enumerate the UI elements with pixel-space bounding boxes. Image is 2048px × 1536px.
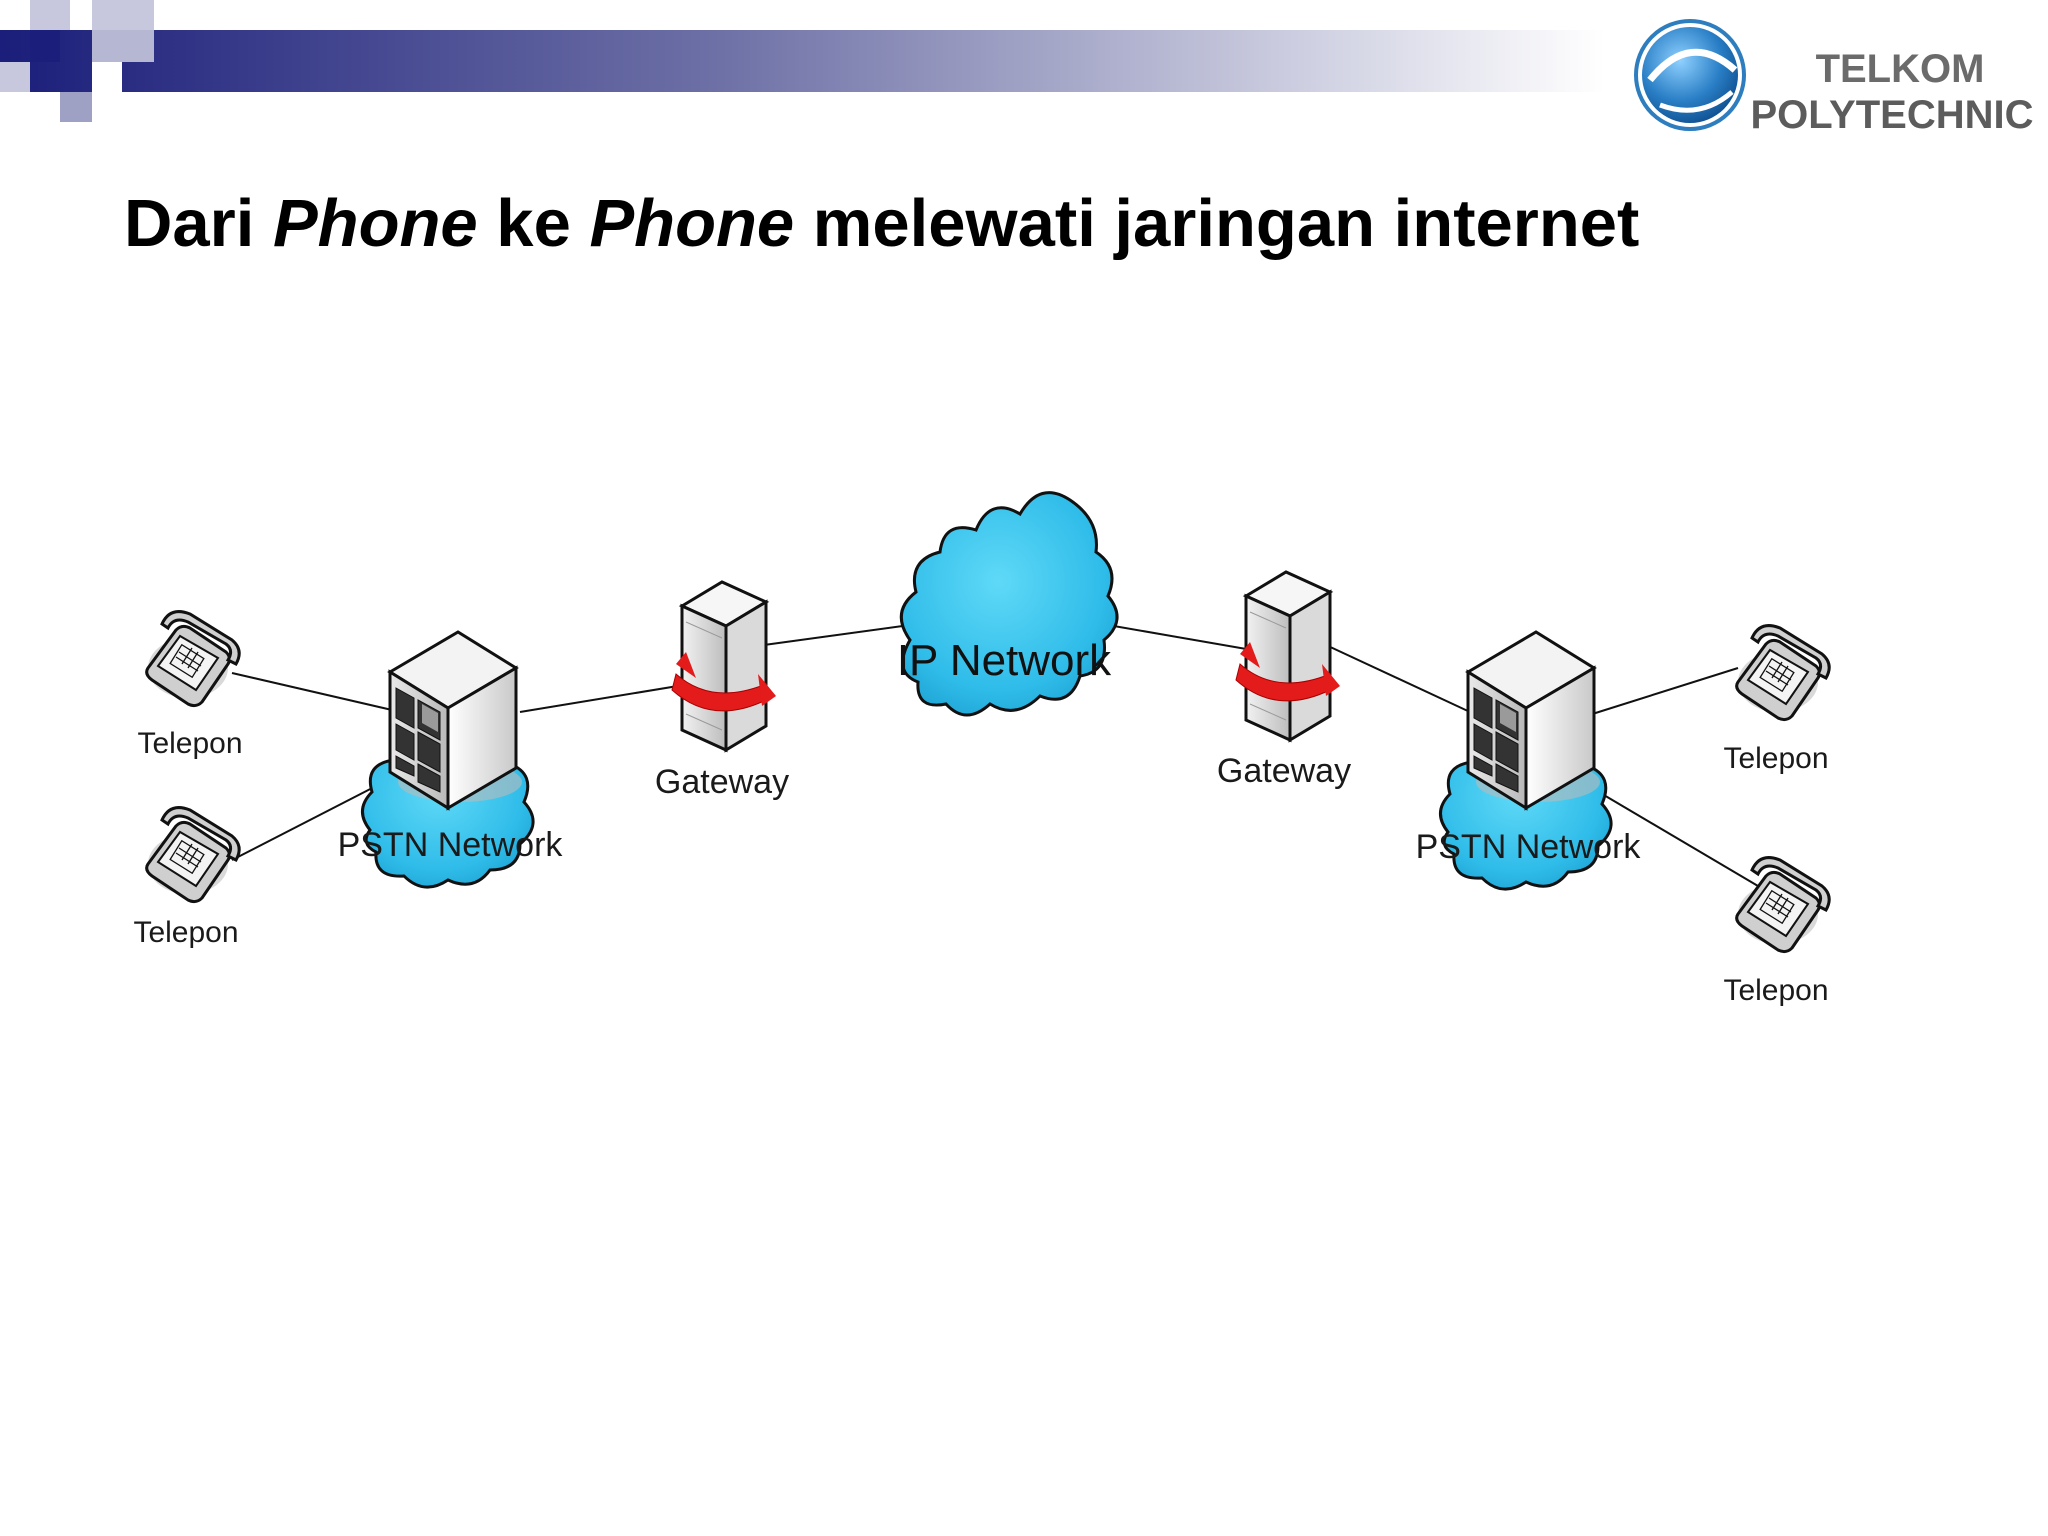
telephone-right-top-icon [1735, 624, 1831, 722]
left-gateway-label: Gateway [655, 763, 789, 801]
gateway-right-icon [1234, 570, 1342, 742]
right-phone-bottom-label: Telepon [1723, 974, 1828, 1007]
header-gradient-bar [0, 30, 1605, 92]
title-text-phone-1: Phone [272, 186, 478, 261]
logo-line1: TELKOM [1816, 47, 1985, 91]
header-squares [0, 0, 154, 122]
left-phone-top-label: Telepon [137, 727, 242, 760]
logo-line2: POLYTECHNIC [1750, 93, 2033, 137]
pstn-switch-right-icon [1466, 630, 1602, 810]
ip-network-label: IP Network [897, 636, 1112, 685]
right-pstn-label: PSTN Network [1416, 828, 1642, 866]
telephone-left-bottom-icon [145, 806, 241, 904]
telephone-right-bottom-icon [1735, 856, 1831, 954]
title-text-1: Dari [124, 186, 273, 261]
slide-title: Dari Phone ke Phone melewati jaringan in… [124, 185, 1639, 262]
pstn-switch-left-icon [388, 630, 524, 810]
telkom-globe-icon [1634, 19, 1746, 131]
left-pstn-label: PSTN Network [338, 826, 564, 864]
gateway-left-icon [670, 580, 778, 752]
title-text-2: ke [477, 186, 590, 261]
title-text-phone-2: Phone [589, 186, 795, 261]
right-phone-top-label: Telepon [1723, 742, 1828, 775]
left-phone-bottom-label: Telepon [133, 916, 238, 949]
right-gateway-label: Gateway [1217, 752, 1351, 790]
title-text-3: melewati jaringan internet [794, 186, 1640, 261]
ip-network-cloud [899, 491, 1119, 717]
telephone-left-top-icon [145, 610, 241, 708]
